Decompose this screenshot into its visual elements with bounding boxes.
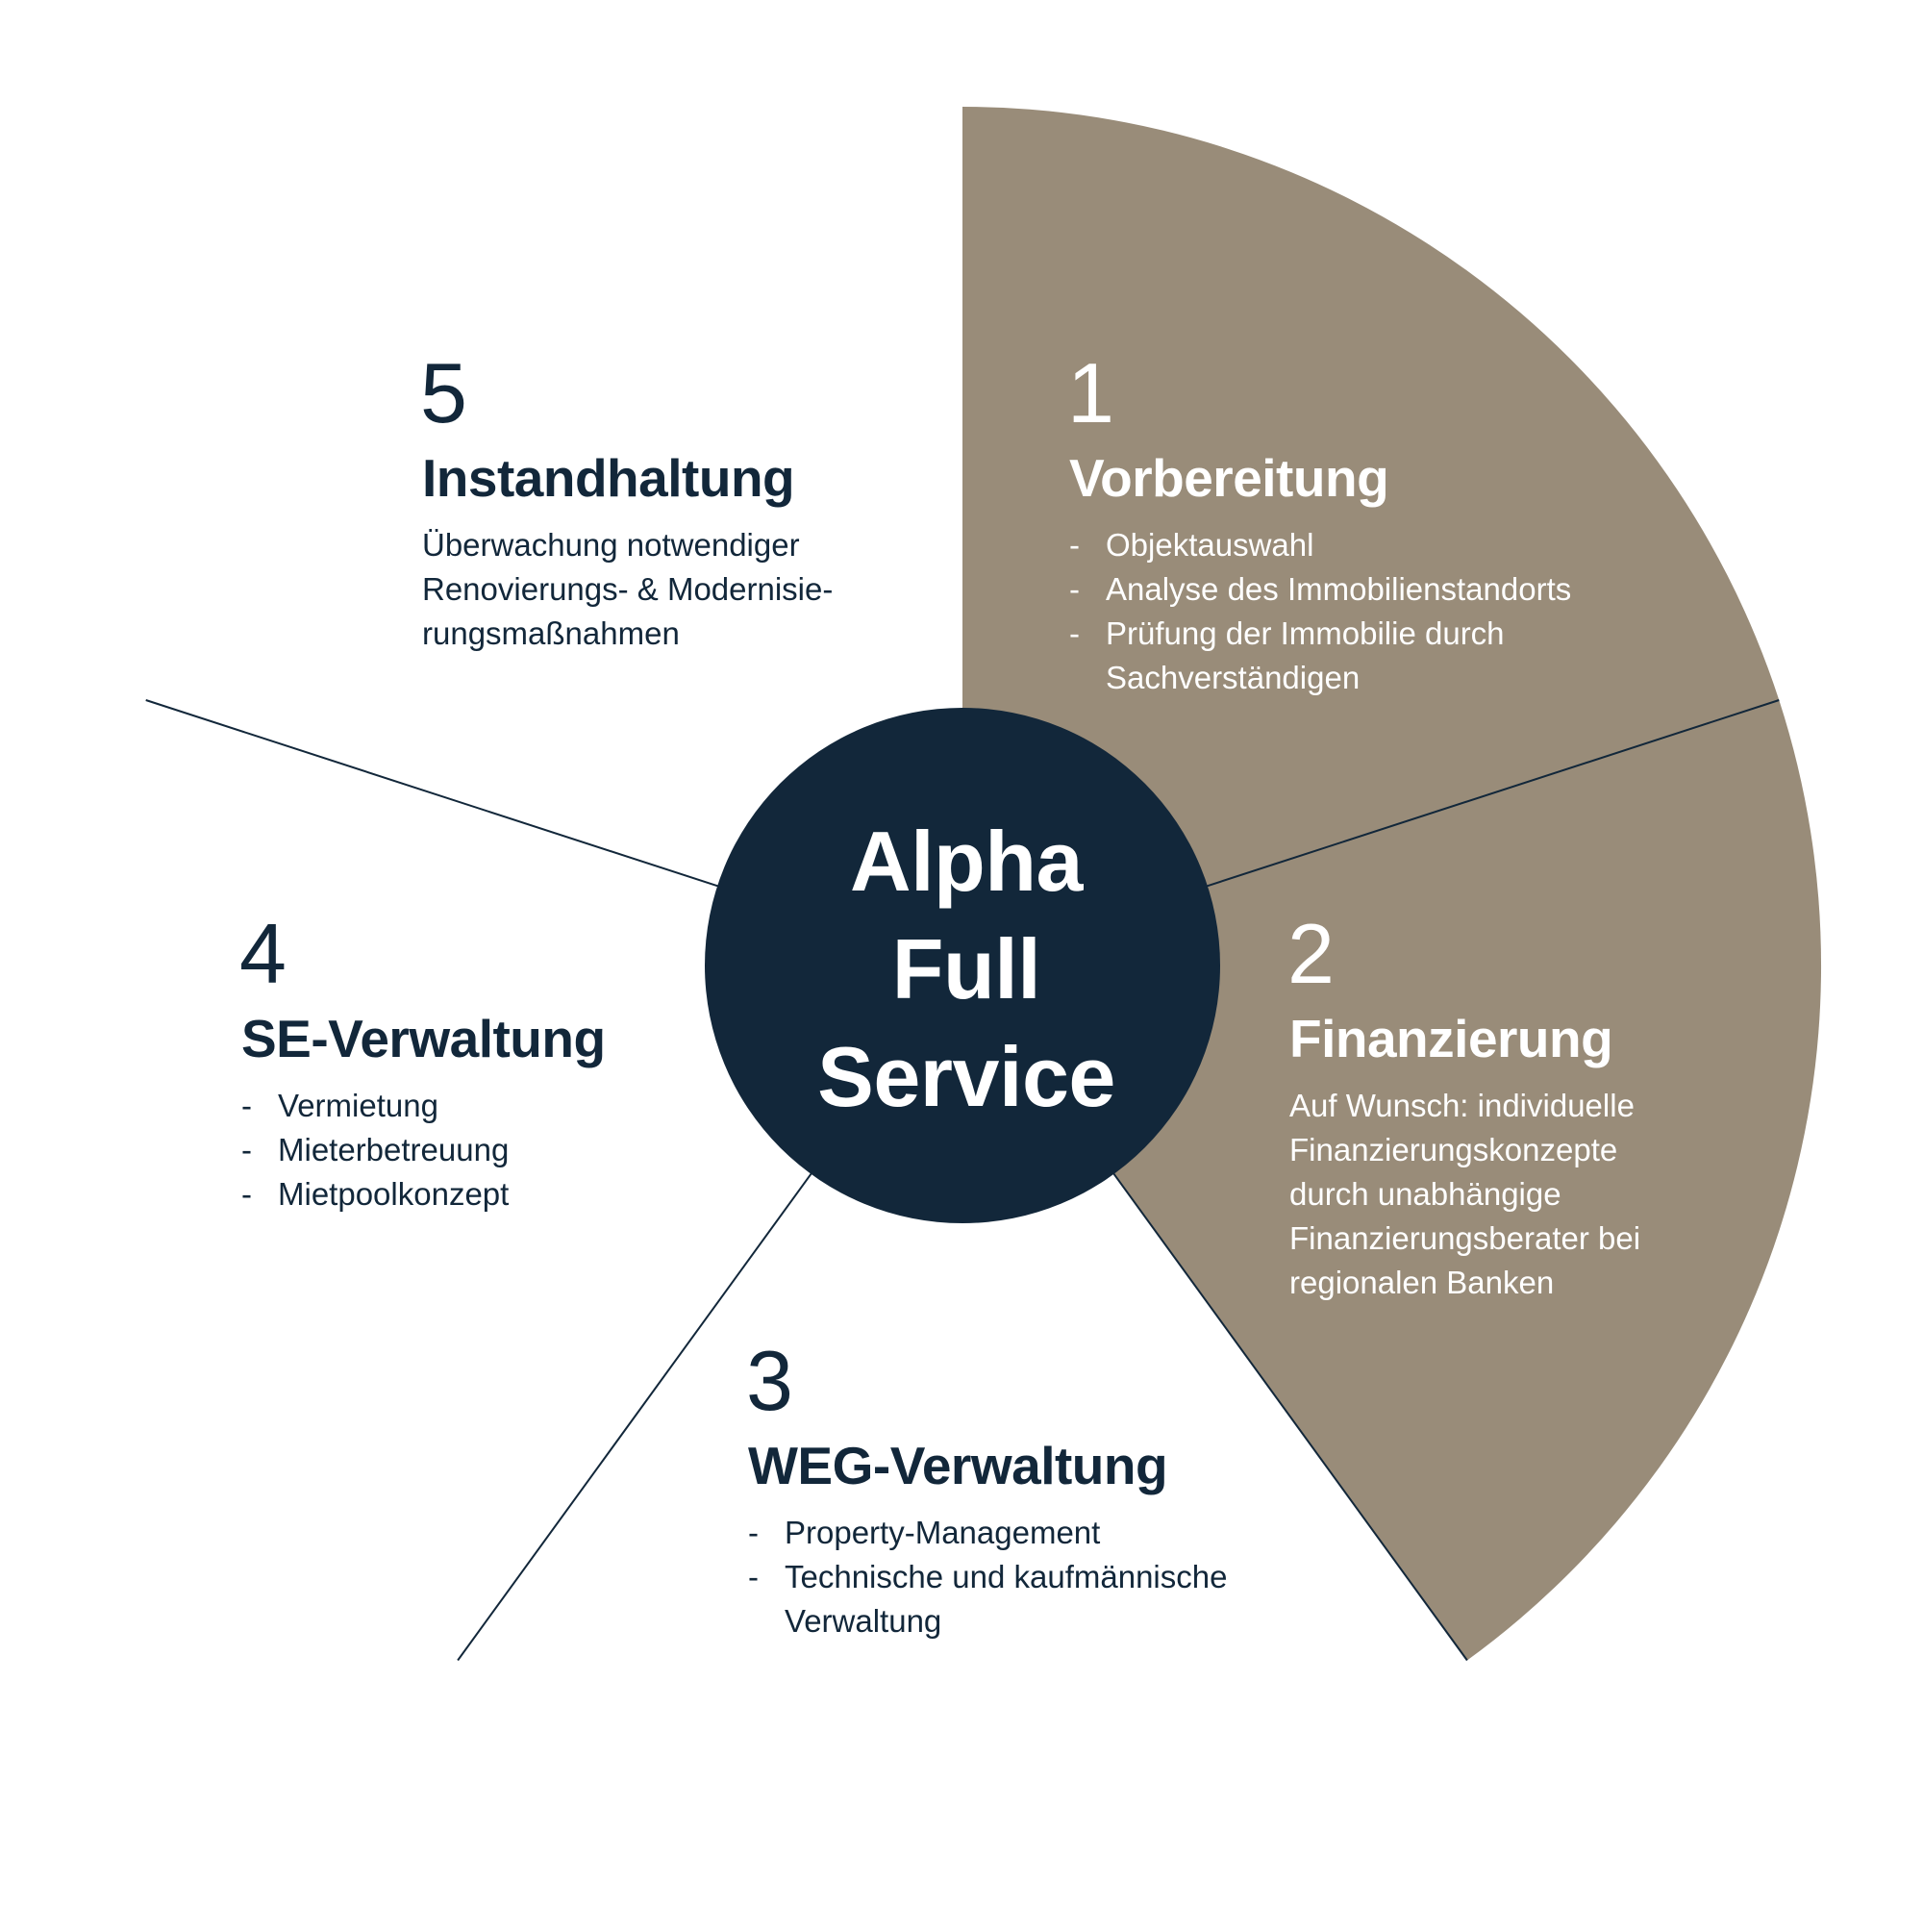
list-item: Objektauswahl <box>1069 523 1665 567</box>
segment-list: Property-Management Technische und kaufm… <box>748 1511 1325 1643</box>
list-item: Mietpoolkonzept <box>241 1172 722 1217</box>
center-label: Alpha Full Service <box>687 808 1245 1131</box>
list-item: Analyse des Immobilienstandorts <box>1069 567 1665 612</box>
divider-line-4-5 <box>145 699 720 888</box>
segment-title: WEG-Verwaltung <box>748 1436 1168 1495</box>
list-item: Vermietung <box>241 1084 722 1128</box>
segment-number: 4 <box>239 906 287 1001</box>
segment-list: Objektauswahl Analyse des Immobilienstan… <box>1069 523 1665 700</box>
segment-title: Vorbereitung <box>1069 448 1389 508</box>
segment-number: 3 <box>746 1333 793 1428</box>
segment-3: 3 WEG-Verwaltung Property-Management Tec… <box>746 1333 1325 1643</box>
segment-2: 2 Finanzierung Auf Wunsch: individuelle … <box>1287 906 1693 1305</box>
segment-title: Finanzierung <box>1289 1009 1613 1068</box>
divider-line-2-3 <box>1111 1171 1468 1662</box>
segment-number: 2 <box>1287 906 1335 1001</box>
list-item: Prüfung der Immobilie durch Sachverständ… <box>1069 612 1558 700</box>
segment-5: 5 Instandhaltung Überwachung notwendiger… <box>420 345 922 656</box>
center-line: Alpha <box>850 814 1083 909</box>
segment-description: Auf Wunsch: individuelle Finanzierungsko… <box>1289 1087 1641 1300</box>
center-line: Service <box>817 1029 1115 1124</box>
segment-4: 4 SE-Verwaltung Vermietung Mieterbetreuu… <box>239 906 722 1217</box>
segment-number: 1 <box>1067 345 1114 440</box>
center-line: Full <box>891 921 1041 1016</box>
divider-line-3-4 <box>457 1171 813 1662</box>
segment-1: 1 Vorbereitung Objektauswahl Analyse des… <box>1067 345 1665 700</box>
list-item: Technische und kaufmännische Verwaltung <box>748 1555 1285 1643</box>
segment-title: SE-Verwaltung <box>241 1009 606 1068</box>
list-item: Mieterbetreuung <box>241 1128 722 1172</box>
divider-line-1-2 <box>1205 699 1780 888</box>
list-item: Property-Management <box>748 1511 1325 1555</box>
segment-description: Überwachung notwendiger Renovierungs- & … <box>422 526 834 651</box>
segment-number: 5 <box>420 345 467 440</box>
segment-list: Vermietung Mieterbetreuung Mietpoolkonze… <box>241 1084 722 1217</box>
center-circle <box>705 708 1220 1223</box>
segment-title: Instandhaltung <box>422 448 795 508</box>
